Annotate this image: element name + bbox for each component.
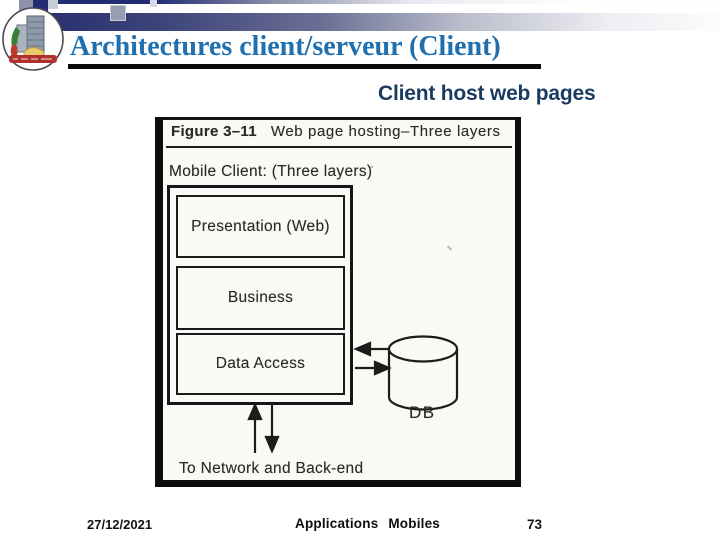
layer-label: Presentation (Web) [191,217,330,235]
mobile-client-box [167,185,353,405]
title-underline [68,64,541,69]
footer-course-name: Applications Mobiles [295,516,441,531]
slide-subtitle: Client host web pages [378,82,596,105]
arrow-up-icon [247,402,263,453]
figure-caption: Web page hosting–Three layers [270,123,501,140]
layer-label: Business [227,289,294,306]
layer-box-business: Business [176,266,345,330]
network-label: To Network and Back-end [179,460,364,477]
header-top-strip [33,0,720,4]
scan-speck [370,166,373,168]
layer-box-data-access: Data Access [176,333,345,395]
decor-square [48,0,58,9]
decor-square [150,0,157,7]
mobile-client-label: Mobile Client: (Three layers) [169,163,373,180]
figure-scan: Figure 3–11 Web page hosting–Three layer… [155,117,521,487]
arrow-right-icon [355,360,392,376]
db-cylinder-icon [387,335,459,411]
layer-label: Data Access [215,355,306,372]
university-logo [2,7,64,71]
footer-page-number: 73 [527,517,543,532]
header-gradient-bar [35,13,720,31]
arrow-left-icon [353,341,389,357]
figure-rule [166,146,512,148]
db-label: DB [409,403,436,422]
figure-label: Figure 3–11 [171,123,257,140]
footer-date: 27/12/2021 [87,517,153,532]
slide-title: Architectures client/serveur (Client) [70,31,501,62]
diagram-artwork [247,335,459,454]
layer-box-presentation: Presentation (Web) [176,195,345,258]
arrow-down-icon [264,405,280,454]
figure-caption-row: Figure 3–11 Web page hosting–Three layer… [171,123,501,140]
decor-square [110,5,126,21]
